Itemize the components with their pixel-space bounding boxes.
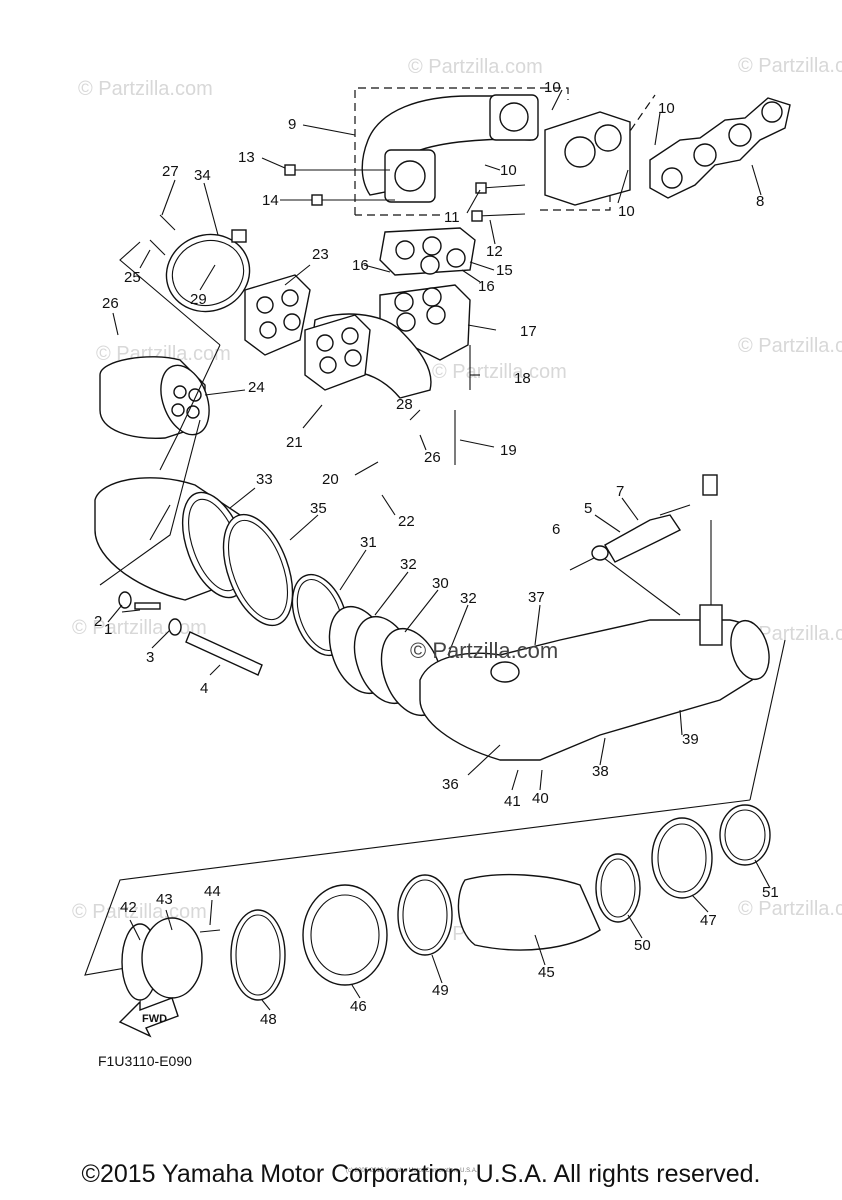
label-part-40: 40 [532, 790, 549, 807]
label-part-26: 26 [102, 295, 119, 312]
exhaust-manifold-assembly [284, 87, 791, 222]
watermark: © Partzilla.com [738, 55, 842, 77]
label-part-35: 35 [310, 500, 327, 517]
label-part-17: 17 [520, 323, 537, 340]
label-part-10: 10 [544, 79, 561, 96]
label-part-48: 48 [260, 1011, 277, 1028]
label-part-41: 41 [504, 793, 521, 810]
label-part-34: 34 [194, 167, 211, 184]
watermark: © Partzilla.com [738, 898, 842, 920]
label-part-15: 15 [496, 262, 513, 279]
label-part-43: 43 [156, 891, 173, 908]
label-part-14: 14 [262, 192, 279, 209]
label-part-47: 47 [700, 912, 717, 929]
label-part-10: 10 [618, 203, 635, 220]
label-part-50: 50 [634, 937, 651, 954]
label-part-3: 3 [146, 649, 154, 666]
water-lock-pipe [328, 474, 786, 801]
hose-fitting [591, 504, 691, 563]
part-labels: 1 2 3 4 5 6 7 8 9 10 10 10 10 11 12 13 1… [94, 79, 779, 1028]
label-part-5: 5 [584, 500, 592, 517]
label-part-9: 9 [288, 116, 296, 133]
exhaust-elbow [244, 274, 432, 399]
label-part-33: 33 [256, 471, 273, 488]
label-part-8: 8 [756, 193, 764, 210]
watermark: © Partzilla.com [78, 78, 213, 100]
label-part-6: 6 [552, 521, 560, 538]
muffler [94, 344, 249, 601]
label-part-37: 37 [528, 589, 545, 606]
label-part-7: 7 [616, 483, 624, 500]
label-part-30: 30 [432, 575, 449, 592]
label-part-12: 12 [486, 243, 503, 260]
label-part-20: 20 [322, 471, 339, 488]
label-part-4: 4 [200, 680, 208, 697]
label-part-10: 10 [658, 100, 675, 117]
diagram-code: F1U3110-E090 [98, 1053, 192, 1069]
outlet-parts [121, 804, 771, 1001]
label-part-2: 2 [94, 613, 102, 630]
label-part-42: 42 [120, 899, 137, 916]
label-part-46: 46 [350, 998, 367, 1015]
watermark: © Partzilla.com [408, 56, 543, 78]
label-part-18: 18 [514, 370, 531, 387]
label-part-27: 27 [162, 163, 179, 180]
leader-lines [107, 89, 771, 1011]
label-part-10: 10 [500, 162, 517, 179]
label-part-1: 1 [104, 621, 112, 638]
label-part-22: 22 [398, 513, 415, 530]
watermark: © Partzilla.com [738, 335, 842, 357]
label-part-19: 19 [500, 442, 517, 459]
label-part-24: 24 [248, 379, 265, 396]
label-part-51: 51 [762, 884, 779, 901]
watermark: © Partzilla.com [432, 361, 567, 383]
label-part-32: 32 [400, 556, 417, 573]
label-part-31: 31 [360, 534, 377, 551]
label-part-11: 11 [444, 209, 460, 226]
label-part-45: 45 [538, 964, 555, 981]
label-part-23: 23 [312, 246, 329, 263]
watermark: © Partzilla.com [72, 901, 207, 923]
forward-arrow-icon: FWD [118, 997, 179, 1038]
label-part-16: 16 [352, 257, 369, 274]
label-part-29: 29 [190, 291, 207, 308]
small-hardware [118, 591, 263, 676]
watermark-center: © Partzilla.com [410, 638, 558, 663]
clamp-rings [222, 513, 349, 657]
label-part-16: 16 [478, 278, 495, 295]
label-part-44: 44 [204, 883, 221, 900]
label-part-25: 25 [124, 269, 141, 286]
label-part-32: 32 [460, 590, 477, 607]
label-part-28: 28 [396, 396, 413, 413]
label-part-38: 38 [592, 763, 609, 780]
label-part-39: 39 [682, 731, 699, 748]
label-part-26: 26 [424, 449, 441, 466]
label-part-21: 21 [286, 434, 303, 451]
fwd-label: FWD [142, 1013, 167, 1025]
label-part-13: 13 [238, 149, 255, 166]
band-clamp [119, 214, 251, 346]
small-copyright: (c) 2005-2016 Yamaha Motor Corporation, … [346, 1168, 478, 1174]
label-part-36: 36 [442, 776, 459, 793]
watermark: © Partzilla.com [72, 617, 207, 639]
copyright-notice: ©2015 Yamaha Motor Corporation, U.S.A. A… [81, 1160, 761, 1188]
label-part-49: 49 [432, 982, 449, 999]
